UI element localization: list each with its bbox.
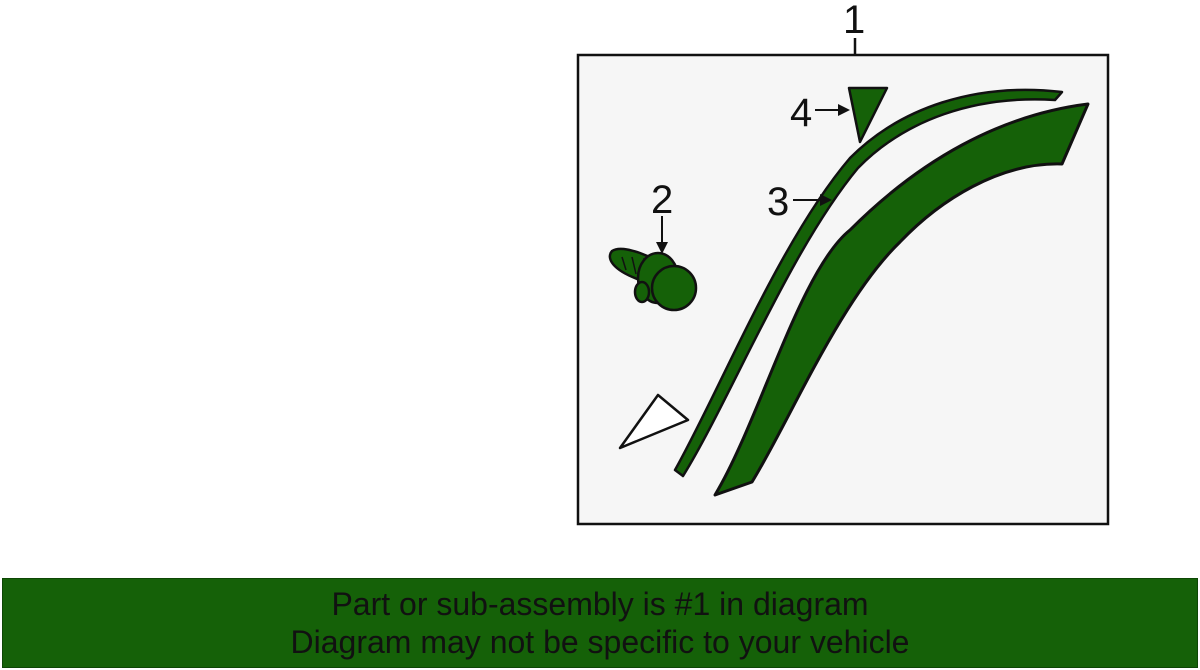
callout-4-arrowhead	[838, 104, 850, 116]
callout-3: 3	[767, 180, 789, 224]
callout-2: 2	[651, 178, 673, 222]
wheel-opening-flare-icon	[713, 102, 1090, 497]
callout-2-arrowhead	[656, 242, 668, 254]
banner-line-vehicle-disclaimer: Diagram may not be specific to your vehi…	[290, 624, 910, 660]
callout-1: 1	[843, 0, 865, 42]
callout-3-arrowhead	[820, 194, 832, 206]
retaining-clip-icon	[608, 247, 698, 312]
outline-triangle-icon	[618, 393, 690, 450]
front-direction-triangle-icon	[847, 86, 889, 144]
callout-4: 4	[790, 91, 812, 135]
banner-line-part-number: Part or sub-assembly is #1 in diagram	[331, 586, 869, 622]
diagram-notice-banner: Part or sub-assembly is #1 in diagram Di…	[2, 578, 1198, 668]
molding-strip-icon	[673, 88, 1064, 478]
parts-diagram: 1 2 3 4	[576, 0, 1110, 526]
